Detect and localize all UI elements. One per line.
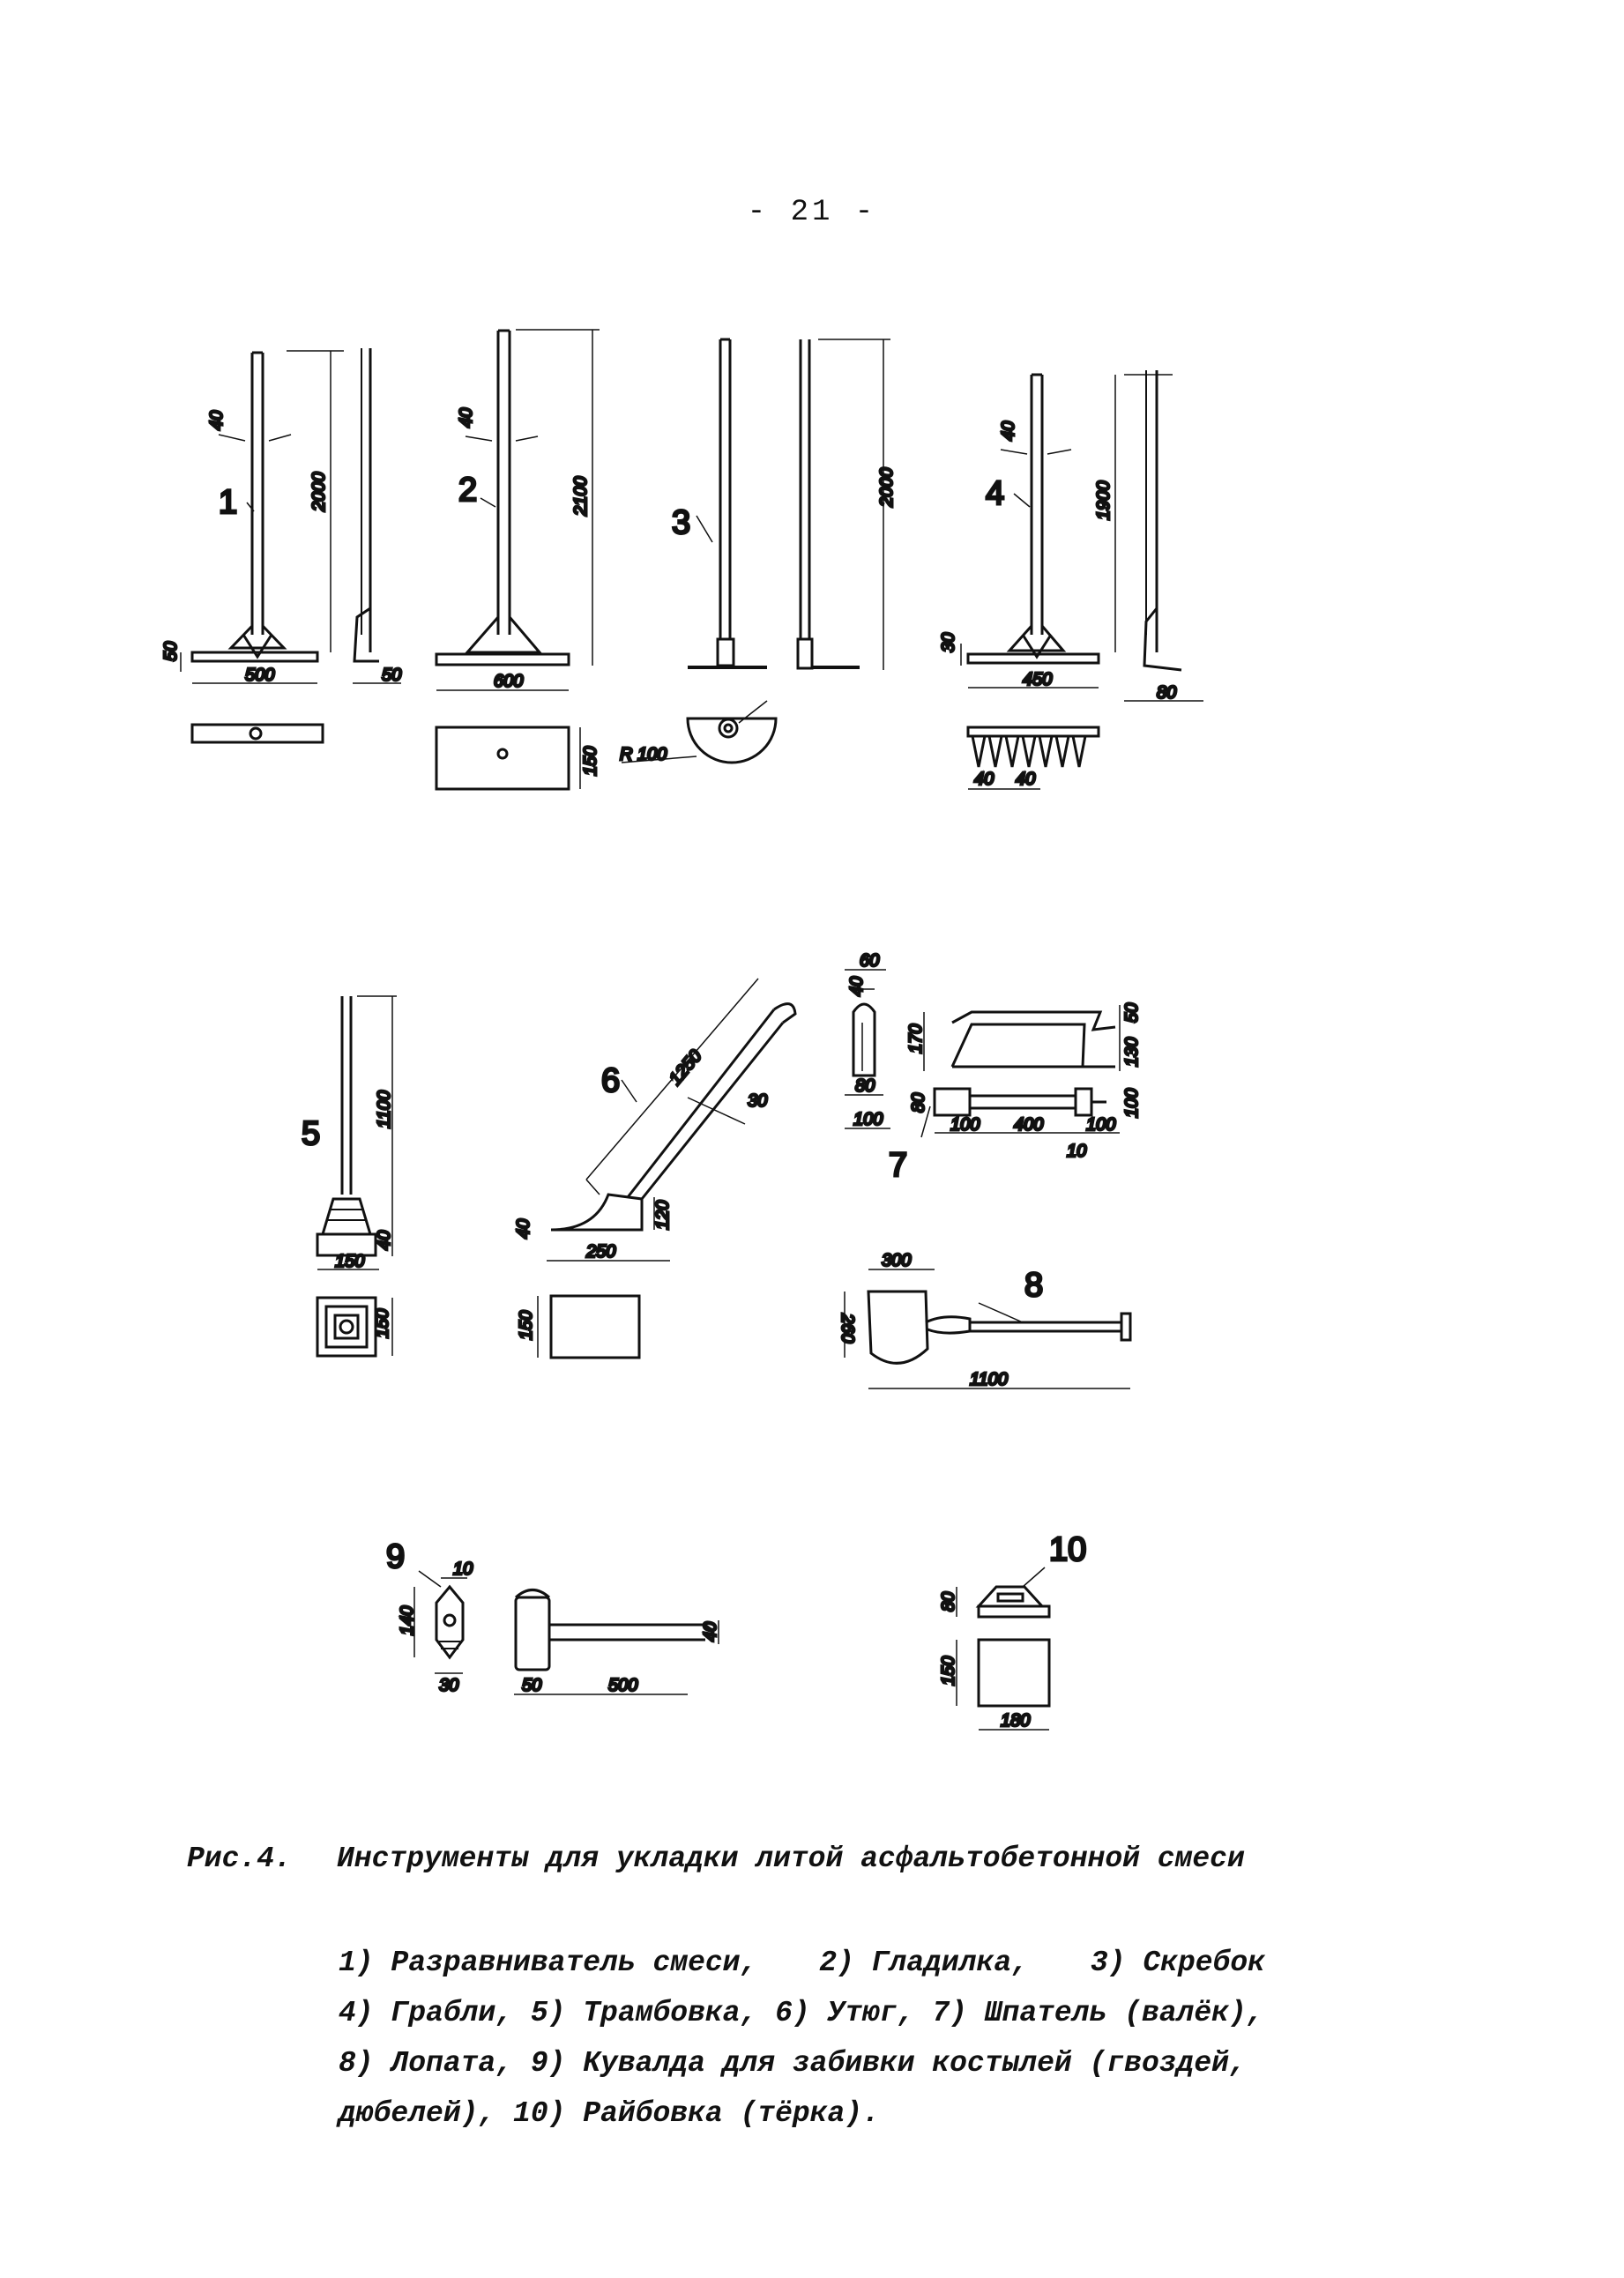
dim-t7-h4: 100: [1122, 1089, 1142, 1118]
dim-t7-h2: 50: [1122, 1003, 1142, 1023]
dim-t10-handle: 80: [939, 1592, 958, 1612]
dim-t6-handle: 30: [748, 1091, 767, 1111]
dim-t7-l1: 100: [950, 1115, 980, 1135]
dim-t7-bottom: 80: [855, 1076, 875, 1096]
dim-t2-width: 40: [457, 408, 476, 428]
dim-t7-l4: 10: [1067, 1142, 1086, 1161]
dim-t8-length: 1100: [970, 1370, 1008, 1389]
dim-t7-inner: 40: [847, 977, 867, 996]
dim-t5-depth: 150: [373, 1309, 392, 1338]
dim-t1-height: 2000: [309, 473, 329, 513]
tool-9-sledgehammer: [413, 1570, 719, 1695]
tools-figure: 1 40 2000 50 500 50 2 40 2100 600 150: [160, 329, 1203, 1732]
dim-t3-height: 2000: [877, 468, 897, 509]
dim-t5-head: 40: [375, 1231, 394, 1250]
legend-item-1: 1) Разравниватель смеси,: [339, 1947, 758, 1979]
dim-t3-radius: R 100: [620, 745, 667, 764]
dim-t9-handle: 500: [608, 1676, 637, 1695]
dim-t1-side: 50: [382, 666, 401, 685]
dim-t5-height: 1100: [375, 1091, 394, 1128]
tool-3-scraper: [621, 338, 890, 764]
dim-t6-depth: 150: [517, 1311, 536, 1340]
tool-7-spatula: [845, 969, 1121, 1138]
tool-1-spreader: [180, 348, 401, 744]
dim-t8-height: 260: [838, 1313, 857, 1343]
tool-5-tamper: [316, 995, 397, 1358]
dim-t7-l2: 400: [1014, 1115, 1043, 1135]
tool-8-shovel: [844, 1269, 1132, 1389]
dim-t1-width: 40: [207, 411, 227, 430]
legend-line: 1) Разравниватель смеси, 2) Гладилка, 3) С…: [339, 1938, 1432, 1988]
figure-title: Инструменты для укладки литой асфальтобе…: [337, 1842, 1245, 1875]
dim-t6-width: 250: [585, 1242, 615, 1262]
dim-t10-depth: 150: [939, 1656, 958, 1686]
dim-t7-l3: 100: [1086, 1115, 1115, 1135]
dim-t1-base: 50: [161, 642, 181, 661]
dim-t5-width: 150: [335, 1252, 364, 1271]
dim-t4-length: 450: [1023, 670, 1052, 689]
tool-6-iron: [537, 978, 797, 1359]
page-number: - 21 -: [747, 196, 877, 229]
dim-t2-height: 2100: [571, 477, 591, 517]
tool-2-smoother: [435, 329, 600, 791]
callout-2: 2: [458, 472, 477, 509]
dim-t6-height: 120: [653, 1201, 673, 1230]
dim-t4-tooth: 40: [974, 770, 994, 789]
dim-t9-top: 10: [453, 1560, 473, 1579]
tool-4-rake: [960, 370, 1203, 790]
figure-caption: Рис.4. Инструменты для укладки литой асфа…: [187, 1842, 1245, 1875]
dim-t4-height: 1900: [1094, 481, 1114, 521]
dim-t6-length: 1250: [666, 1046, 705, 1089]
dim-t6-heel: 40: [514, 1219, 533, 1239]
dim-t7-side: 80: [909, 1093, 928, 1113]
legend-item-3: 3) Скребок: [1090, 1947, 1265, 1979]
dim-t8-width: 300: [882, 1251, 911, 1270]
legend-item-2: 2) Гладилка,: [819, 1947, 1029, 1979]
callout-7: 7: [889, 1147, 907, 1184]
tool-10-float: [956, 1567, 1051, 1731]
callout-6: 6: [601, 1062, 620, 1099]
dim-t2-length: 600: [494, 672, 523, 691]
dim-t4-side: 80: [1157, 683, 1176, 703]
dim-t7-foot: 100: [853, 1110, 883, 1129]
callout-1: 1: [219, 484, 237, 521]
legend-line: 4) Грабли, 5) Трамбовка, 6) Утюг, 7) Шпа…: [339, 1997, 1264, 2029]
legend-line: 8) Лопата, 9) Кувалда для забивки костыл…: [339, 2047, 1247, 2080]
dim-t1-length: 500: [245, 666, 274, 685]
callout-5: 5: [302, 1115, 320, 1152]
dim-t4-base: 30: [939, 633, 958, 652]
dim-t7-h3: 130: [1122, 1038, 1142, 1067]
callout-10: 10: [1049, 1531, 1086, 1568]
dim-t9-dia: 40: [701, 1622, 720, 1642]
figure-label: Рис.4.: [187, 1842, 292, 1875]
callout-9: 9: [386, 1538, 405, 1575]
dim-t7-h1: 170: [906, 1024, 926, 1053]
dim-t2-depth: 150: [581, 747, 600, 776]
dim-t4-width: 40: [999, 421, 1018, 441]
dim-t4-gap: 40: [1016, 770, 1035, 789]
callout-3: 3: [672, 504, 690, 541]
dim-t10-width: 180: [1001, 1711, 1030, 1731]
legend-line: дюбелей), 10) Райбовка (тёрка).: [339, 2097, 880, 2130]
callout-8: 8: [1024, 1267, 1043, 1304]
callout-4: 4: [986, 475, 1004, 512]
figure-legend: 1) Разравниватель смеси, 2) Гладилка, 3) С…: [339, 1938, 1432, 2139]
dim-t7-top: 60: [860, 951, 879, 971]
dim-t9-head: 50: [522, 1676, 541, 1695]
dim-t9-height: 140: [398, 1606, 417, 1635]
dim-t9-base: 30: [439, 1676, 458, 1695]
